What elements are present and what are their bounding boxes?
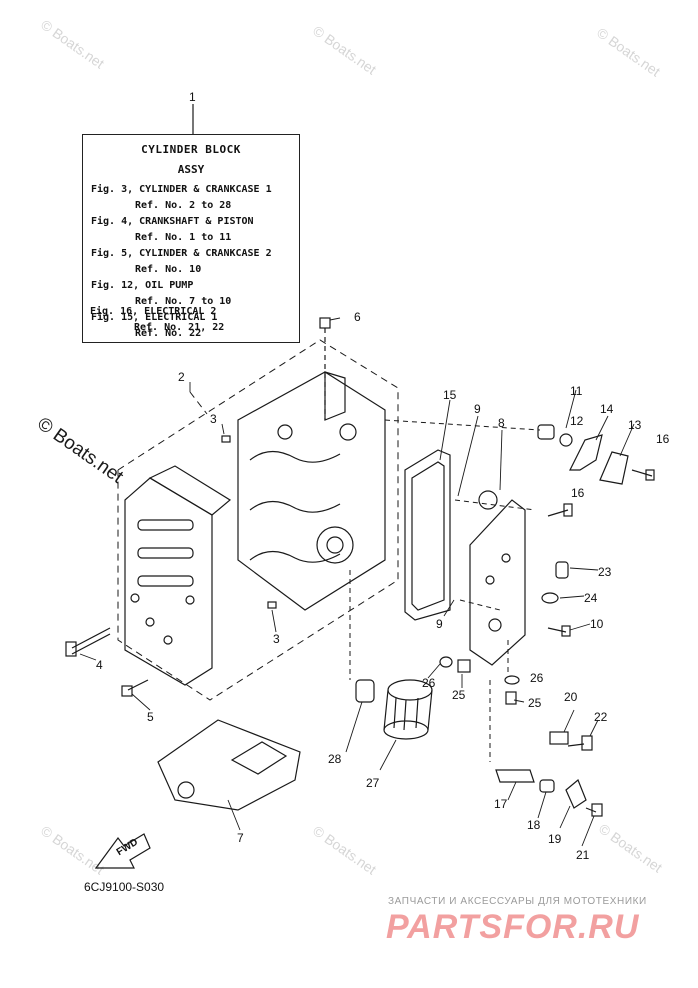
shop-tagline: ЗАПЧАСТИ И АКСЕССУАРЫ ДЛЯ МОТОТЕХНИКИ (388, 896, 647, 907)
cover-plate-part (469, 490, 526, 666)
oil-filter-part (383, 679, 433, 740)
callout-number: 9 (436, 617, 443, 631)
callout-number: 10 (590, 617, 604, 631)
callout-number: 18 (527, 818, 541, 832)
callout-number: 23 (598, 565, 612, 579)
callout-number: 16 (571, 486, 585, 500)
callout-number: 26 (530, 671, 544, 685)
assembly-legend: CYLINDER BLOCK ASSY Fig. 3, CYLINDER & C… (82, 134, 300, 343)
callout-number: 8 (498, 416, 505, 430)
cylinder-head-part (124, 465, 232, 686)
callout-number: 1 (189, 90, 196, 104)
callout-number: 11 (570, 384, 583, 398)
legend-ref: Ref. No. 1 to 11 (135, 232, 232, 243)
callout-number: 21 (576, 848, 590, 862)
legend-fig: Fig. 4, CRANKSHAFT & PISTON (91, 216, 254, 227)
legend-fig: Fig. 12, OIL PUMP (91, 280, 194, 291)
legend-ref: Ref. No. 10 (135, 264, 202, 275)
callout-number: 14 (600, 402, 614, 416)
callout-number: 24 (584, 591, 598, 605)
callout-number: 22 (594, 710, 608, 724)
legend-subtitle: ASSY (177, 163, 205, 176)
callout-number: 2 (178, 370, 185, 384)
diagram-code: 6CJ9100-S030 (84, 880, 165, 894)
legend-fig: Fig. 3, CYLINDER & CRANKCASE 1 (91, 184, 272, 195)
callout-number: 12 (570, 414, 584, 428)
crankcase-part (237, 371, 386, 611)
callout-number: 13 (628, 418, 642, 432)
legend-ref: Ref. No. 22 (135, 328, 202, 339)
callout-number: 25 (452, 688, 466, 702)
legend-ref: Ref. No. 21, 22 (134, 322, 225, 333)
fwd-arrow-icon (94, 833, 151, 869)
gasket-part (404, 449, 451, 621)
callout-number: 9 (474, 402, 481, 416)
shop-logo: PARTSFOR.RU (386, 908, 640, 946)
callout-number: 19 (548, 832, 562, 846)
legend-ref: Ref. No. 2 to 28 (135, 200, 232, 211)
legend-fig: Fig. 5, CYLINDER & CRANKCASE 2 (91, 248, 272, 259)
callout-number: 3 (210, 412, 217, 426)
callout-number: 7 (237, 831, 244, 845)
callout-number: 26 (422, 676, 436, 690)
legend-ref: Ref. No. 7 to 10 (135, 296, 232, 307)
legend-title: CYLINDER BLOCK (141, 143, 241, 156)
callout-number: 6 (354, 310, 361, 324)
callout-number: 5 (147, 710, 154, 724)
callout-number: 17 (494, 797, 508, 811)
legend-fig: Fig. 16, ELECTRICAL 2 (90, 306, 217, 317)
callout-number: 20 (564, 690, 578, 704)
callout-number: 16 (656, 432, 670, 446)
bottom-gasket-part (157, 719, 301, 811)
callout-number: 28 (328, 752, 342, 766)
legend-fig: Fig. 15, ELECTRICAL 1 (91, 312, 218, 323)
callout-number: 4 (96, 658, 103, 672)
callout-number: 27 (366, 776, 380, 790)
callout-number: 3 (273, 632, 280, 646)
callout-number: 15 (443, 388, 457, 402)
callout-number: 25 (528, 696, 542, 710)
